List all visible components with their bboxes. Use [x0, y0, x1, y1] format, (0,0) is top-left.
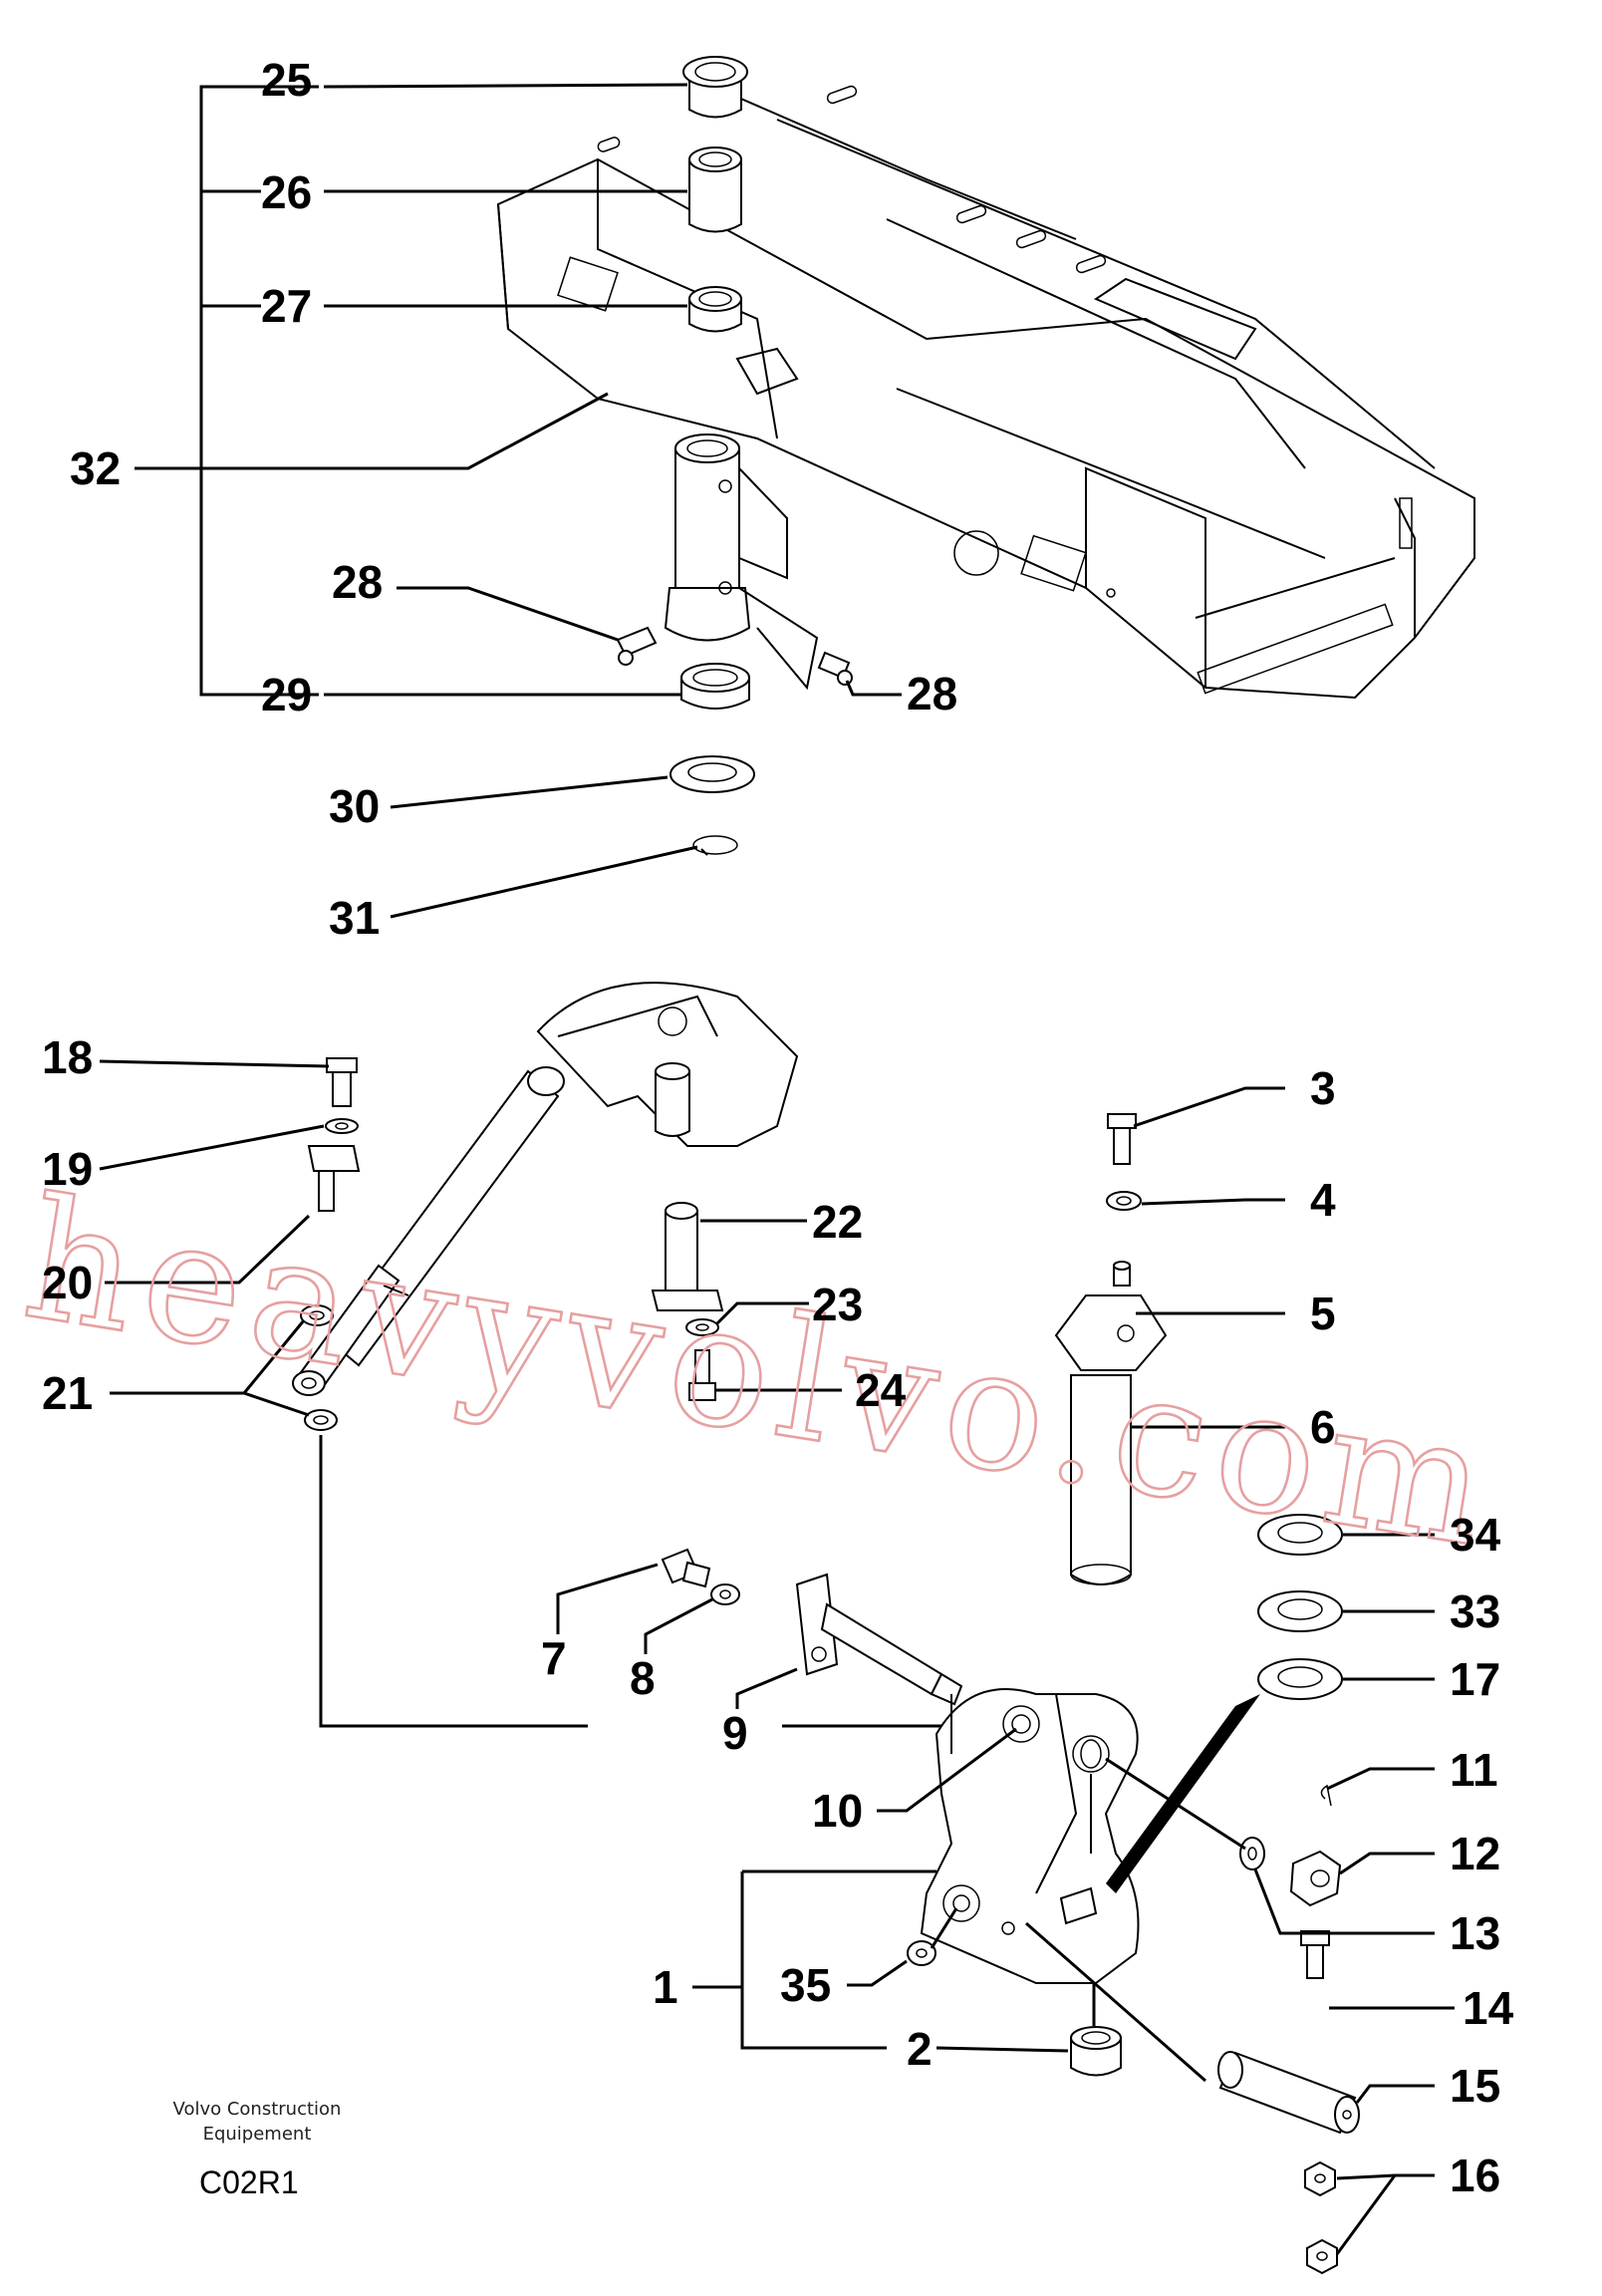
- pointer-arrow: [1106, 1694, 1260, 1893]
- washer-23: [685, 1318, 719, 1336]
- washer-21-lower: [304, 1409, 338, 1431]
- pin-11: [1320, 1784, 1332, 1807]
- grease-nipple-right: [817, 651, 853, 686]
- callout-10: 10: [812, 1785, 863, 1837]
- callout-4: 4: [1310, 1174, 1336, 1226]
- washer-17: [1257, 1658, 1343, 1700]
- callout-17: 17: [1450, 1653, 1500, 1705]
- callout-6: 6: [1310, 1401, 1336, 1453]
- bolt-24: [688, 1349, 716, 1401]
- washer-4: [1106, 1191, 1142, 1211]
- callout-1: 1: [653, 1961, 678, 2013]
- washer-34: [1257, 1514, 1343, 1556]
- callout-35: 35: [780, 1959, 831, 2011]
- callout-14: 14: [1463, 1982, 1514, 2034]
- leader-lines: [99, 83, 1455, 2255]
- drawing-code: C02R1: [199, 2164, 299, 2200]
- washer-13: [1239, 1837, 1265, 1870]
- callout-2: 2: [907, 2023, 933, 2075]
- callout-31: 31: [329, 892, 380, 944]
- grease-nipple-left: [616, 626, 658, 666]
- callout-3: 3: [1310, 1062, 1336, 1114]
- bolt-3: [1107, 1113, 1137, 1165]
- kingpin-6: [1054, 1294, 1168, 1585]
- callout-9: 9: [722, 1707, 748, 1759]
- callout-28-left: 28: [332, 556, 383, 608]
- callout-26: 26: [261, 166, 312, 218]
- pin-5: [1113, 1261, 1131, 1287]
- callout-13: 13: [1450, 1907, 1500, 1959]
- pin-9: [795, 1573, 963, 1706]
- cylinder-illustration: [292, 982, 799, 1396]
- circlip-31: [692, 835, 738, 856]
- bolt-14: [1300, 1930, 1330, 1979]
- washer-19: [325, 1118, 359, 1134]
- plate-20: [307, 1145, 361, 1212]
- washer-33: [1257, 1590, 1343, 1632]
- callout-25: 25: [261, 54, 312, 106]
- callout-21: 21: [42, 1367, 93, 1419]
- callout-18: 18: [42, 1031, 93, 1083]
- pin-15: [1217, 2051, 1360, 2135]
- footer-brand-line2: Equipement: [203, 2124, 312, 2145]
- callout-16: 16: [1450, 2150, 1500, 2201]
- thrust-washer-30: [669, 755, 755, 793]
- bracket-1: [920, 1688, 1140, 1984]
- pin-22: [651, 1202, 724, 1311]
- bushing-29: [680, 663, 750, 710]
- bushing-26: [688, 146, 742, 233]
- callout-8: 8: [630, 1652, 656, 1704]
- frame-illustration: [496, 79, 1475, 700]
- footer: Volvo Construction Equipement C02R1: [173, 2099, 342, 2200]
- bushing-27: [688, 286, 742, 333]
- callout-28-right: 28: [907, 668, 957, 719]
- nut-16-lower: [1306, 2238, 1338, 2275]
- washer-21-upper: [300, 1304, 334, 1326]
- washer-8: [710, 1583, 740, 1605]
- callout-11: 11: [1450, 1744, 1498, 1796]
- callout-24: 24: [855, 1364, 907, 1416]
- watermark: heavyvolvo.com: [13, 1161, 1508, 1585]
- bolt-18: [326, 1057, 358, 1107]
- callout-32: 32: [70, 442, 121, 494]
- callout-15: 15: [1450, 2060, 1500, 2112]
- callout-labels: 25 26 27 32 28 28 29 30 31 18 19 20 21 2…: [42, 54, 1514, 2201]
- bushing-25: [682, 56, 748, 119]
- bolt-7: [661, 1548, 711, 1588]
- callout-19: 19: [42, 1143, 93, 1195]
- callout-33: 33: [1450, 1585, 1500, 1637]
- washer-35: [907, 1940, 936, 1966]
- callout-30: 30: [329, 780, 380, 832]
- callout-29: 29: [261, 669, 312, 720]
- callout-22: 22: [812, 1196, 863, 1248]
- callout-20: 20: [42, 1257, 93, 1308]
- footer-brand-line1: Volvo Construction: [173, 2099, 342, 2120]
- callout-7: 7: [541, 1632, 567, 1684]
- callout-27: 27: [261, 280, 312, 332]
- callout-5: 5: [1310, 1288, 1336, 1339]
- bushing-2: [1070, 2026, 1122, 2077]
- nut-12: [1289, 1850, 1342, 1907]
- callout-23: 23: [812, 1279, 863, 1330]
- nut-16-upper: [1304, 2160, 1336, 2197]
- callout-12: 12: [1450, 1828, 1500, 1879]
- callout-34: 34: [1450, 1509, 1501, 1561]
